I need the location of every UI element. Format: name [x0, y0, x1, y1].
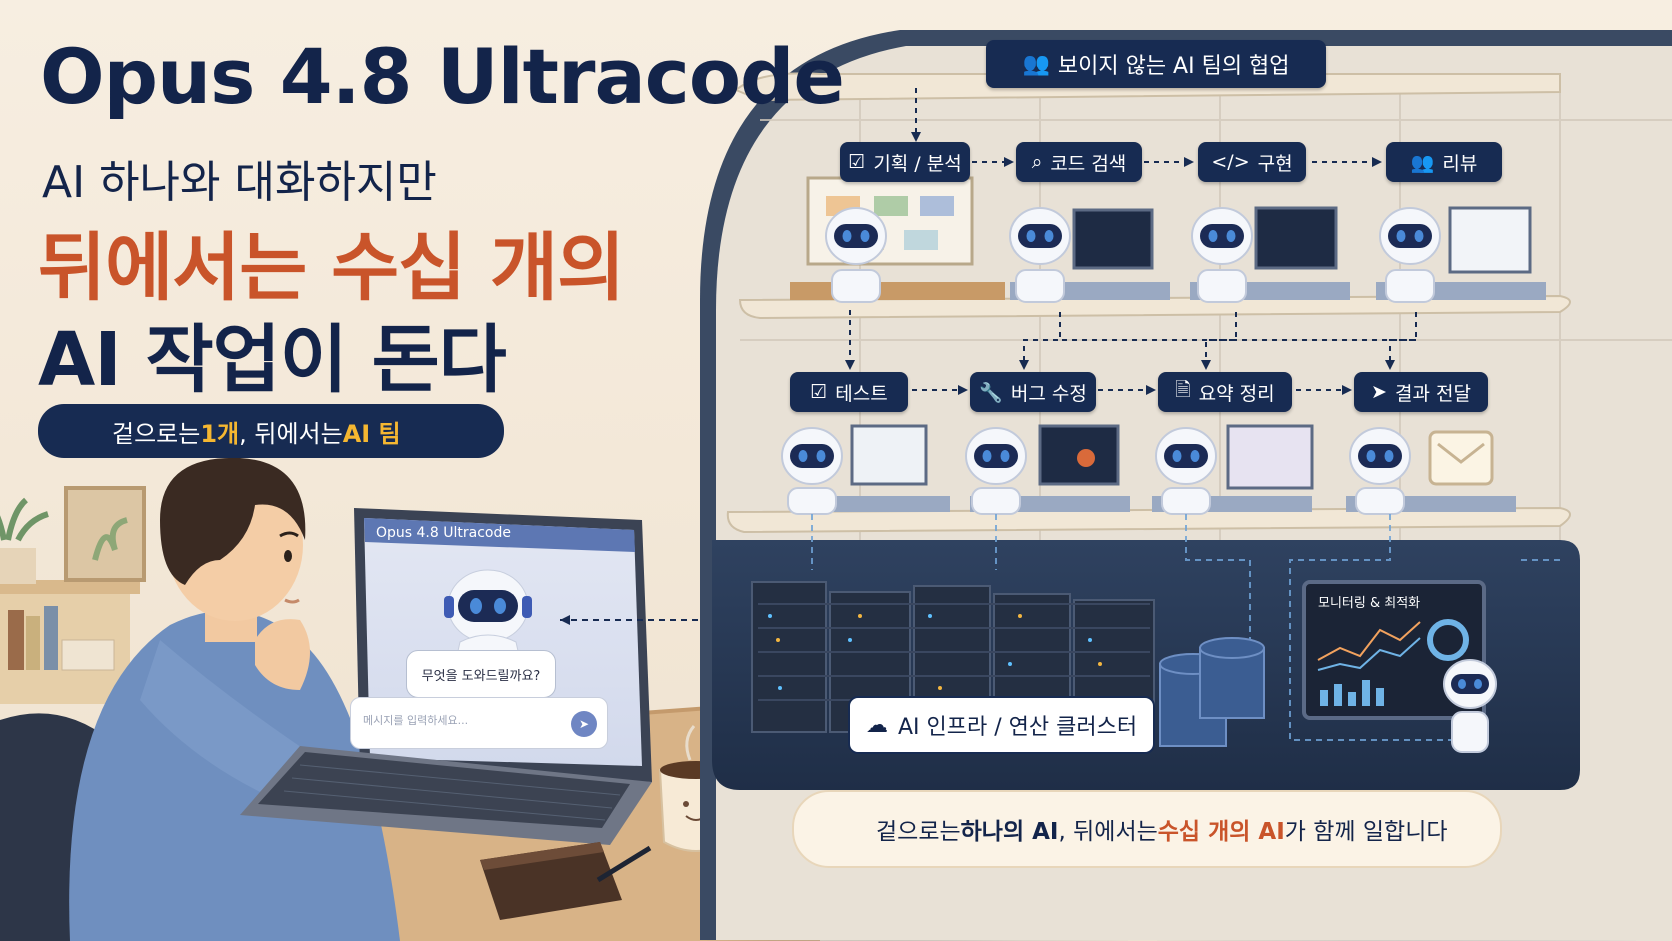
stage-label-text: 기획 / 분석 — [873, 152, 962, 175]
team-icon: 👥 — [1410, 151, 1435, 174]
stage-label-text: 코드 검색 — [1050, 152, 1127, 175]
document-icon: 🗎 — [1175, 379, 1191, 401]
headline-line-1: AI 하나와 대화하지만 — [42, 157, 437, 208]
stage-implementation: </> 구현 — [1198, 142, 1306, 182]
footer-part-3: , 뒤에서는 — [1058, 819, 1158, 845]
send-button[interactable]: ➤ — [571, 711, 597, 737]
checklist-icon: ☑ — [848, 151, 866, 173]
footer-part-4: 수십 개의 AI — [1157, 819, 1285, 845]
infra-label: ☁ AI 인프라 / 연산 클러스터 — [848, 696, 1156, 754]
team-header: 👥 보이지 않는 AI 팀의 협업 — [986, 40, 1326, 88]
stage-bug-fix: 🔧 버그 수정 — [970, 372, 1096, 412]
stage-label-text: 구현 — [1257, 152, 1293, 175]
users-icon: 👥 — [1022, 51, 1050, 77]
badge-part-2: 1개 — [200, 419, 240, 448]
code-icon: </> — [1211, 151, 1250, 173]
search-icon: ⌕ — [1031, 151, 1043, 173]
message-input[interactable]: 메시지를 입력하세요... ➤ — [350, 697, 608, 749]
infra-label-text: AI 인프라 / 연산 클러스터 — [898, 715, 1138, 740]
footer-part-2: 하나의 AI — [960, 819, 1059, 845]
stage-label-text: 버그 수정 — [1010, 382, 1087, 405]
checkbox-icon: ☑ — [810, 381, 828, 403]
wrench-icon: 🔧 — [979, 381, 1003, 404]
assistant-message: 무엇을 도와드릴까요? — [406, 650, 556, 698]
badge-part-1: 겉으로는 — [112, 419, 201, 448]
footer-part-1: 겉으로는 — [876, 819, 961, 845]
stage-label-text: 요약 정리 — [1198, 382, 1275, 405]
footer-part-5: 가 함께 일합니다 — [1284, 819, 1448, 845]
send-icon: ➤ — [578, 717, 590, 731]
stage-planning: ☑ 기획 / 분석 — [840, 142, 970, 182]
stage-code-search: ⌕ 코드 검색 — [1016, 142, 1142, 182]
stage-label-text: 리뷰 — [1442, 152, 1478, 175]
stage-delivery: ➤ 결과 전달 — [1354, 372, 1488, 412]
stage-summary: 🗎 요약 정리 — [1158, 372, 1292, 412]
send-icon: ➤ — [1371, 381, 1387, 403]
page-title: Opus 4.8 Ultracode — [40, 32, 845, 121]
badge-part-3: , 뒤에서는 — [239, 419, 343, 448]
message-input-placeholder: 메시지를 입력하세요... — [363, 714, 469, 727]
monitor-label: 모니터링 & 최적화 — [1318, 596, 1421, 611]
stage-review: 👥 리뷰 — [1386, 142, 1502, 182]
badge-part-4: AI 팀 — [342, 419, 401, 448]
cloud-icon: ☁ — [866, 712, 888, 738]
laptop-window-title: Opus 4.8 Ultracode — [376, 525, 511, 541]
headline-line-3: AI 작업이 돈다 — [38, 317, 507, 403]
footer-message: 겉으로는 하나의 AI , 뒤에서는 수십 개의 AI 가 함께 일합니다 — [792, 790, 1502, 868]
summary-badge: 겉으로는 1개 , 뒤에서는 AI 팀 — [38, 404, 504, 458]
team-header-label: 보이지 않는 AI 팀의 협업 — [1057, 54, 1290, 79]
stage-label-text: 결과 전달 — [1394, 382, 1471, 405]
headline-line-2: 뒤에서는 수십 개의 — [38, 225, 625, 311]
stage-test: ☑ 테스트 — [790, 372, 908, 412]
stage-label-text: 테스트 — [835, 382, 888, 405]
